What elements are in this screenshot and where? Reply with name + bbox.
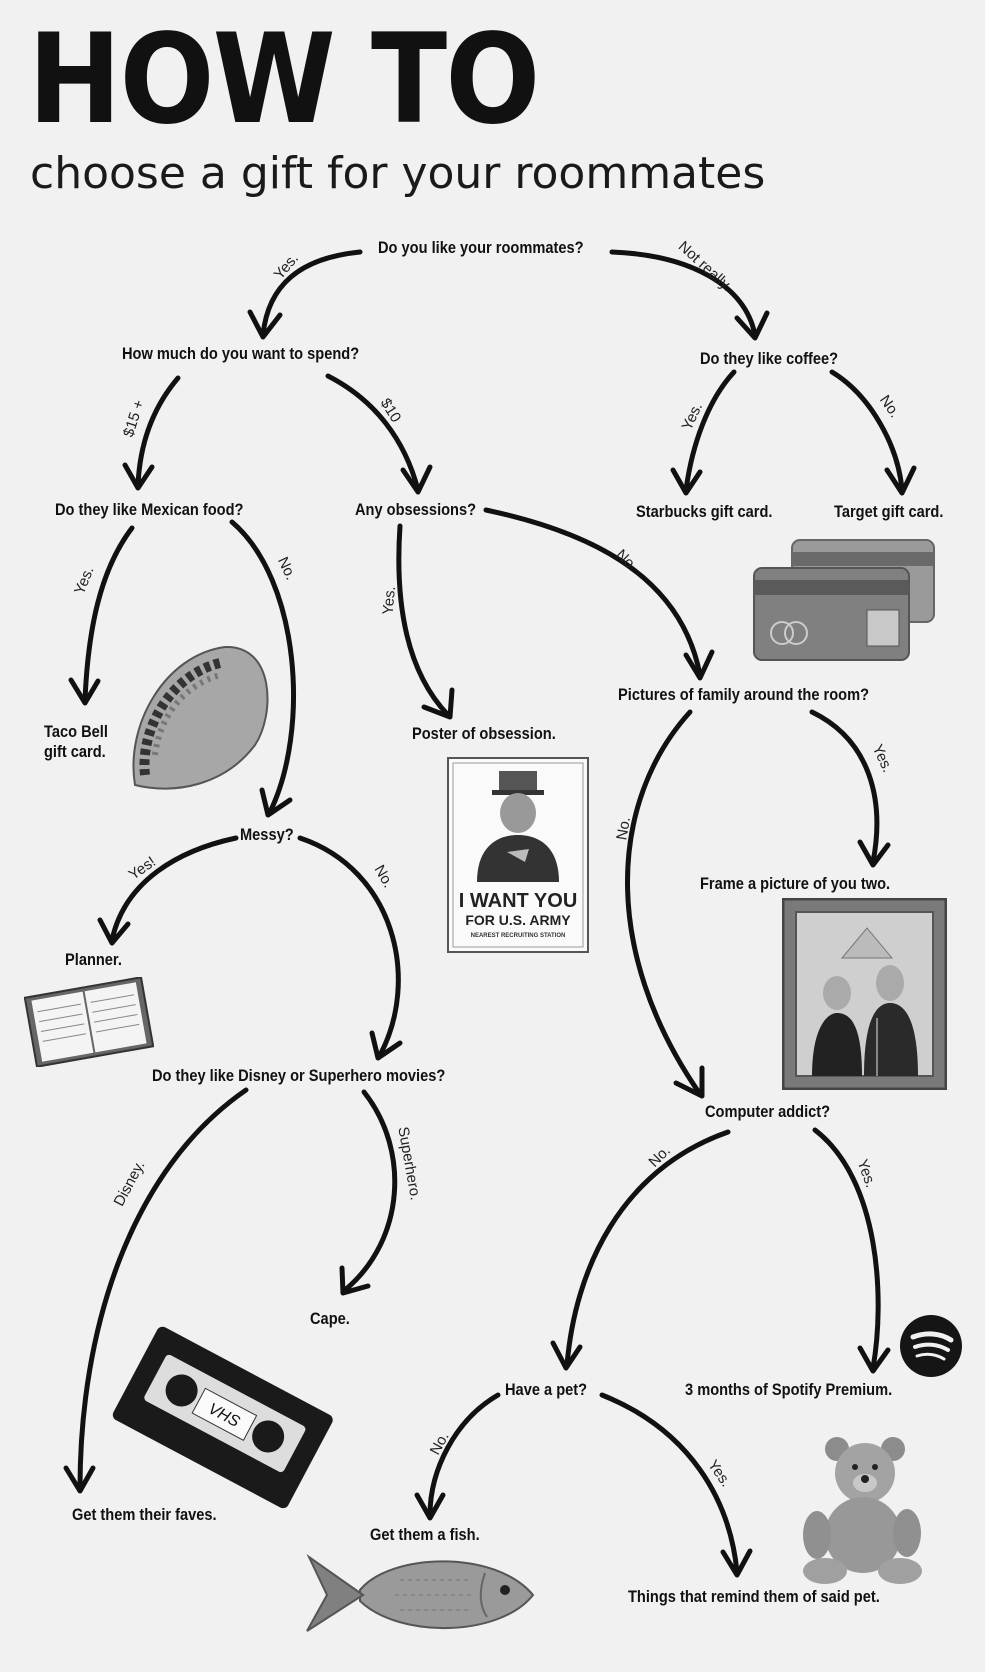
spotify-icon (900, 1315, 962, 1377)
arrow-coffee-to-starbucks (670, 369, 737, 496)
fish-image (306, 1553, 535, 1632)
node-taco-bell: Taco Bell gift card. (44, 722, 108, 762)
title: HOW TO (28, 8, 540, 152)
uncle-sam-poster-image: I WANT YOU FOR U.S. ARMY NEAREST RECRUIT… (447, 757, 589, 953)
node-coffee: Do they like coffee? (700, 349, 839, 368)
arrow-coffee-to-target (829, 369, 917, 496)
node-starbucks: Starbucks gift card. (636, 502, 773, 521)
arrow-messy-to-disney (297, 835, 403, 1061)
arrow-spend-to-obsessions (325, 373, 433, 495)
planner-image (24, 977, 154, 1067)
vhs-tape-image: VHS (112, 1326, 333, 1509)
node-computer-addict: Computer addict? (705, 1102, 831, 1121)
arrow-family-to-frame (809, 709, 891, 868)
arrow-messy-to-planner (97, 835, 239, 946)
arrow-mexican-to-messy (229, 519, 296, 818)
node-spend: How much do you want to spend? (122, 344, 360, 363)
arrow-family-to-computer (625, 709, 705, 1099)
arrow-computer-to-spotify (812, 1127, 891, 1374)
node-like-roommates: Do you like your roommates? (378, 238, 584, 257)
arrow-obsessions-to-poster (396, 523, 455, 720)
arrow-disney-to-faves (63, 1087, 249, 1494)
node-disney-superhero: Do they like Disney or Superhero movies? (152, 1066, 446, 1085)
arrow-obsessions-to-family (483, 507, 715, 681)
node-family-pictures: Pictures of family around the room? (618, 685, 870, 704)
poster-line3: NEAREST RECRUITING STATION (471, 933, 566, 939)
node-messy: Messy? (240, 825, 294, 844)
poster-line1: I WANT YOU (459, 890, 578, 912)
arrow-like-to-spend (247, 249, 363, 340)
edge-label-obsessions-yes: Yes. (379, 585, 400, 616)
node-pet-things: Things that remind them of said pet. (628, 1587, 880, 1606)
node-cape: Cape. (310, 1309, 350, 1328)
arrow-spend-to-mexican (122, 375, 181, 491)
node-frame: Frame a picture of you two. (700, 874, 891, 893)
node-fish: Get them a fish. (370, 1525, 480, 1544)
node-mexican-food: Do they like Mexican food? (55, 500, 244, 519)
taco-image (132, 645, 269, 790)
teddy-bear-image (803, 1437, 922, 1584)
subtitle: choose a gift for your roommates (30, 148, 766, 199)
node-target: Target gift card. (834, 502, 944, 521)
node-have-pet: Have a pet? (505, 1380, 588, 1399)
arrow-pet-to-things (599, 1392, 753, 1578)
node-planner: Planner. (65, 950, 122, 969)
arrow-pet-to-fish (414, 1392, 501, 1521)
poster-line2: FOR U.S. ARMY (465, 912, 571, 928)
node-obsessions: Any obsessions? (355, 500, 477, 519)
node-spotify: 3 months of Spotify Premium. (685, 1380, 893, 1399)
gift-cards-image (753, 539, 935, 661)
american-gothic-frame-image (782, 898, 947, 1090)
node-poster: Poster of obsession. (412, 724, 556, 743)
arrow-computer-to-pet (550, 1129, 731, 1371)
node-faves: Get them their faves. (72, 1505, 217, 1524)
arrow-mexican-to-tacobell (68, 525, 135, 706)
arrow-super-to-cape (339, 1089, 398, 1296)
arrow-like-to-coffee (609, 249, 770, 341)
